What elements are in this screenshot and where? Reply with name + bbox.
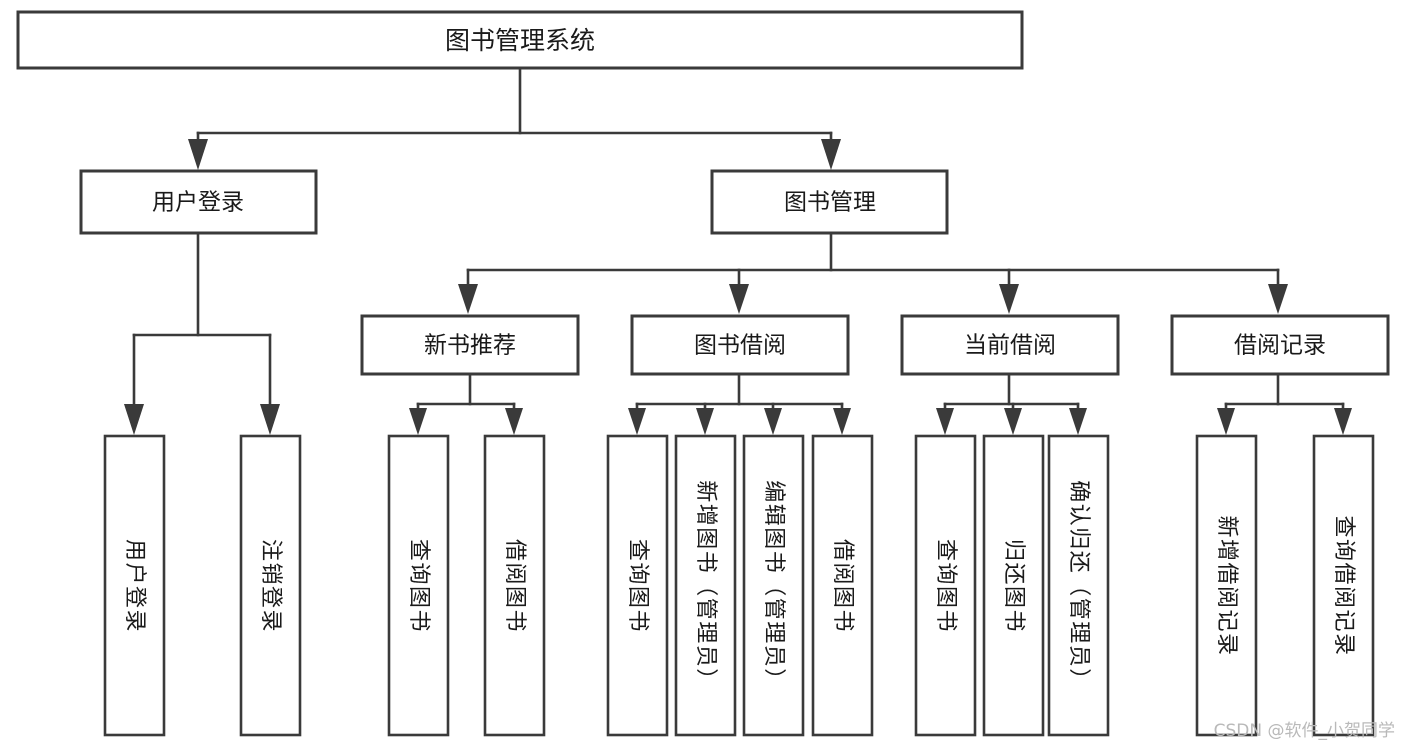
leaf-node-user-login-logout-box[interactable]: [239, 434, 302, 737]
leaf-node-records-add-box[interactable]: [1195, 434, 1258, 737]
arrow-head-userlogin: [188, 139, 208, 170]
arrow-head-lvl3-1: [458, 284, 478, 314]
arrow-head-lvl3-4: [1268, 284, 1288, 314]
arrow-head-leaf-borrow-4: [833, 408, 851, 435]
leaf-node-newbook-borrow-box[interactable]: [483, 434, 546, 737]
leaf-node-records-query-label: 查询借阅记录: [1331, 515, 1356, 656]
leaf-node-user-login-logout[interactable]: 注销登录: [239, 434, 302, 737]
connector-group-current: [936, 373, 1087, 435]
node-book-management-box[interactable]: [710, 169, 949, 235]
leaf-node-current-return-label: 归还图书: [1001, 539, 1026, 633]
node-user-login[interactable]: 用户登录: [79, 169, 318, 235]
leaf-node-current-return[interactable]: 归还图书: [982, 434, 1045, 737]
node-root-system-box[interactable]: [16, 10, 1024, 70]
node-book-borrow[interactable]: 图书借阅: [630, 314, 850, 376]
leaf-node-newbook-query-box[interactable]: [387, 434, 450, 737]
node-borrow-records-label: 借阅记录: [1234, 333, 1326, 359]
leaf-node-newbook-query-label: 查询图书: [406, 539, 431, 633]
connector-group-records: [1217, 373, 1352, 435]
node-book-management[interactable]: 图书管理: [710, 169, 949, 235]
leaf-node-current-query-label: 查询图书: [933, 539, 958, 633]
node-book-borrow-box[interactable]: [630, 314, 850, 376]
node-borrow-records-box[interactable]: [1170, 314, 1390, 376]
leaf-node-borrow-lend[interactable]: 借阅图书: [811, 434, 874, 737]
arrow-head-lvl3-3: [999, 284, 1019, 314]
leaf-node-borrow-add-label: 新增图书（管理员）: [693, 480, 718, 692]
leaf-node-borrow-edit[interactable]: 编辑图书（管理员）: [742, 434, 805, 737]
arrow-head-leaf-borrow-1: [628, 408, 646, 435]
leaf-node-current-return-box[interactable]: [982, 434, 1045, 737]
leaf-node-records-add-label: 新增借阅记录: [1214, 515, 1239, 656]
leaf-node-borrow-lend-box[interactable]: [811, 434, 874, 737]
connector-group-bookmgmt: [458, 231, 1288, 314]
leaf-node-borrow-query-box[interactable]: [606, 434, 669, 737]
leaf-node-user-login-logout-label: 注销登录: [258, 539, 283, 633]
connector-group-borrow: [628, 373, 851, 435]
arrow-head-leaf-user-login-2: [260, 404, 280, 435]
leaf-node-borrow-edit-box[interactable]: [742, 434, 805, 737]
arrow-head-leaf-user-login-1: [124, 404, 144, 435]
leaf-node-user-login-login[interactable]: 用户登录: [103, 434, 166, 737]
arrow-head-leaf-borrow-2: [696, 408, 714, 435]
arrow-head-leaf-current-2: [1004, 408, 1022, 435]
node-book-borrow-label: 图书借阅: [694, 333, 786, 359]
node-new-book-recommend-box[interactable]: [360, 314, 580, 376]
node-user-login-label: 用户登录: [152, 190, 244, 216]
node-new-book-recommend-label: 新书推荐: [424, 333, 516, 359]
arrow-head-leaf-records-1: [1217, 408, 1235, 435]
arrow-head-leaf-records-2: [1334, 408, 1352, 435]
leaf-node-borrow-query-label: 查询图书: [625, 539, 650, 633]
leaf-node-newbook-borrow[interactable]: 借阅图书: [483, 434, 546, 737]
leaf-node-newbook-borrow-label: 借阅图书: [502, 539, 527, 633]
connector-group-newbook: [409, 373, 523, 435]
node-user-login-box[interactable]: [79, 169, 318, 235]
leaf-node-borrow-edit-label: 编辑图书（管理员）: [761, 480, 786, 692]
node-current-borrow-label: 当前借阅: [964, 333, 1056, 359]
arrow-head-leaf-current-1: [936, 408, 954, 435]
leaf-node-current-confirm-return-label: 确认归还（管理员）: [1066, 480, 1091, 692]
leaf-node-borrow-lend-label: 借阅图书: [830, 539, 855, 633]
node-current-borrow-box[interactable]: [900, 314, 1120, 376]
arrow-head-leaf-borrow-3: [764, 408, 782, 435]
node-borrow-records[interactable]: 借阅记录: [1170, 314, 1390, 376]
leaf-node-user-login-login-label: 用户登录: [122, 539, 147, 633]
node-book-management-label: 图书管理: [784, 190, 876, 216]
leaf-node-current-confirm-return-box[interactable]: [1047, 434, 1110, 737]
arrow-head-bookmgmt: [821, 139, 841, 170]
leaf-node-borrow-add[interactable]: 新增图书（管理员）: [674, 434, 737, 737]
node-root-system-label: 图书管理系统: [445, 26, 595, 55]
leaf-node-records-query[interactable]: 查询借阅记录: [1312, 434, 1375, 737]
arrow-head-leaf-newbook-1: [409, 408, 427, 435]
connector-group-userlogin: [124, 231, 280, 435]
node-root-system[interactable]: 图书管理系统: [16, 10, 1024, 70]
arrow-head-leaf-current-3: [1069, 408, 1087, 435]
leaf-node-current-confirm-return[interactable]: 确认归还（管理员）: [1047, 434, 1110, 737]
leaf-node-current-query[interactable]: 查询图书: [914, 434, 977, 737]
leaf-node-newbook-query[interactable]: 查询图书: [387, 434, 450, 737]
connector-group-root: [188, 66, 841, 170]
leaf-node-current-query-box[interactable]: [914, 434, 977, 737]
node-new-book-recommend[interactable]: 新书推荐: [360, 314, 580, 376]
leaf-node-borrow-add-box[interactable]: [674, 434, 737, 737]
leaf-node-user-login-login-box[interactable]: [103, 434, 166, 737]
arrow-head-lvl3-2: [729, 284, 749, 314]
leaf-node-records-query-box[interactable]: [1312, 434, 1375, 737]
node-current-borrow[interactable]: 当前借阅: [900, 314, 1120, 376]
leaf-node-borrow-query[interactable]: 查询图书: [606, 434, 669, 737]
leaf-node-records-add[interactable]: 新增借阅记录: [1195, 434, 1258, 737]
arrow-head-leaf-newbook-2: [505, 408, 523, 435]
